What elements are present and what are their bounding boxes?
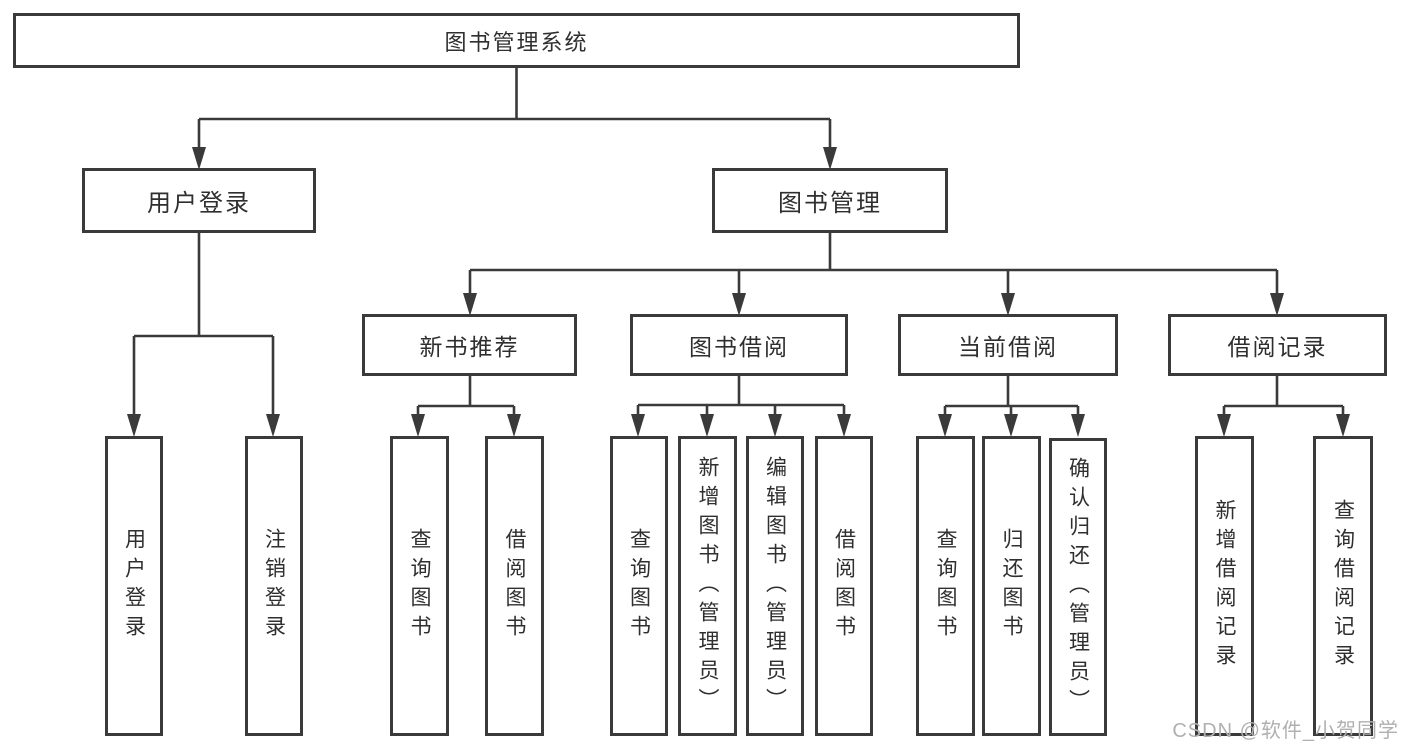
leaf-user-login: 用户登录 xyxy=(105,436,163,736)
node-current-borrowing-label: 当前借阅 xyxy=(958,334,1058,360)
node-root-label: 图书管理系统 xyxy=(444,29,589,55)
leaf-return-books: 归还图书 xyxy=(982,436,1041,736)
node-book-borrowing: 图书借阅 xyxy=(630,314,848,376)
leaf-confirm-return-admin: 确认归还（管理员） xyxy=(1049,438,1107,736)
leaf-query-books-current: 查询图书 xyxy=(916,436,975,736)
leaf-logout: 注销登录 xyxy=(245,436,303,736)
leaf-borrow-books-recommend: 借阅图书 xyxy=(485,436,544,736)
leaf-borrow-books-label: 借阅图书 xyxy=(832,528,856,644)
leaf-borrow-books: 借阅图书 xyxy=(815,436,873,736)
connector-root-to-level2 xyxy=(192,68,837,170)
node-borrowing-records: 借阅记录 xyxy=(1168,314,1387,376)
leaf-query-books-recommend: 查询图书 xyxy=(390,436,449,736)
node-user-login-label: 用户登录 xyxy=(147,190,251,217)
leaf-add-book-admin-label: 新增图书（管理员） xyxy=(696,455,719,717)
node-book-borrowing-label: 图书借阅 xyxy=(689,334,789,360)
connector-records-children xyxy=(1217,376,1350,437)
leaf-user-login-label: 用户登录 xyxy=(122,528,146,644)
leaf-add-borrow-record: 新增借阅记录 xyxy=(1195,436,1254,736)
node-new-book-recommendation: 新书推荐 xyxy=(362,314,577,376)
leaf-edit-book-admin: 编辑图书（管理员） xyxy=(746,436,804,736)
connector-book-management-children xyxy=(463,233,1284,316)
leaf-add-borrow-record-label: 新增借阅记录 xyxy=(1213,499,1236,673)
leaf-confirm-return-admin-label: 确认归还（管理员） xyxy=(1066,456,1090,718)
node-root: 图书管理系统 xyxy=(13,13,1020,68)
leaf-add-book-admin: 新增图书（管理员） xyxy=(678,436,737,736)
node-book-management: 图书管理 xyxy=(712,168,948,233)
node-user-login: 用户登录 xyxy=(82,168,316,233)
leaf-query-borrow-record: 查询借阅记录 xyxy=(1313,436,1373,736)
leaf-edit-book-admin-label: 编辑图书（管理员） xyxy=(763,455,787,717)
leaf-query-books-current-label: 查询图书 xyxy=(934,528,957,644)
node-borrowing-records-label: 借阅记录 xyxy=(1227,334,1328,360)
leaf-query-books-borrow: 查询图书 xyxy=(610,436,668,736)
leaf-logout-label: 注销登录 xyxy=(262,528,286,644)
leaf-query-books-borrow-label: 查询图书 xyxy=(627,528,651,644)
connector-current-children xyxy=(938,376,1085,437)
node-book-management-label: 图书管理 xyxy=(778,190,882,217)
leaf-query-books-recommend-label: 查询图书 xyxy=(408,528,431,644)
connector-user-login-children xyxy=(127,233,280,437)
leaf-return-books-label: 归还图书 xyxy=(1000,528,1023,644)
connector-borrow-children xyxy=(631,376,851,437)
leaf-borrow-books-recommend-label: 借阅图书 xyxy=(503,528,526,644)
csdn-watermark: CSDN @软件_小贺同学 xyxy=(1172,720,1399,742)
leaf-query-borrow-record-label: 查询借阅记录 xyxy=(1331,499,1355,673)
node-current-borrowing: 当前借阅 xyxy=(898,314,1118,376)
connector-recommend-children xyxy=(411,376,521,437)
node-new-book-recommendation-label: 新书推荐 xyxy=(419,334,520,360)
